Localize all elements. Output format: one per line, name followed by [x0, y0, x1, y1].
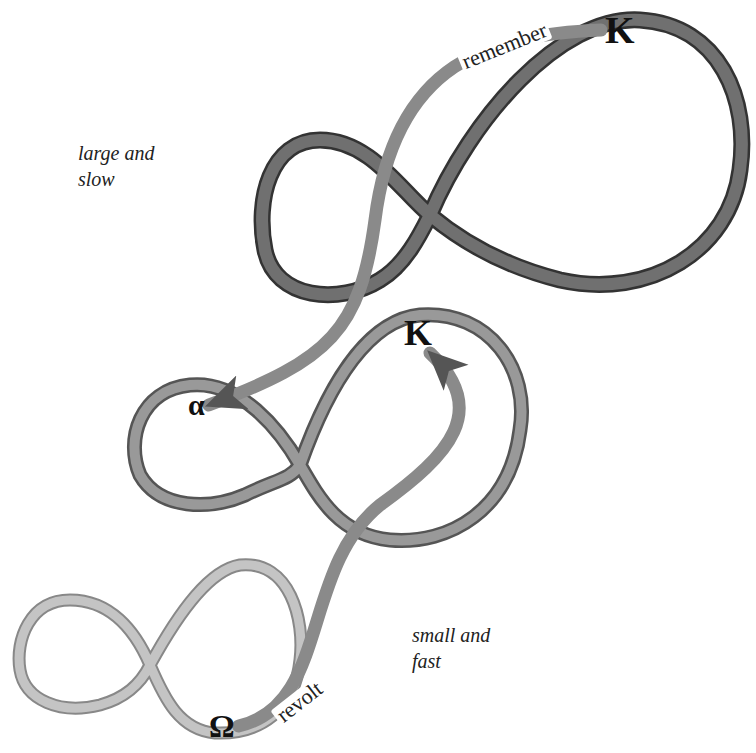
phase-letter: K: [404, 315, 432, 351]
cycle-phase: α: [184, 388, 209, 422]
cycle-phase: K: [400, 313, 436, 353]
scale-note: small and fast: [412, 622, 522, 674]
scale-note: large and slow: [78, 140, 188, 192]
phase-letter: K: [605, 11, 635, 49]
phase-letter: α: [188, 390, 205, 420]
small-cycle-ribbon: [19, 565, 301, 733]
connection-arrow: [209, 30, 601, 405]
phase-letter: Ω: [209, 710, 235, 742]
large-cycle-ribbon: [262, 20, 742, 295]
cycle-phase: K: [601, 9, 639, 51]
cycle-phase: Ω: [205, 708, 239, 744]
